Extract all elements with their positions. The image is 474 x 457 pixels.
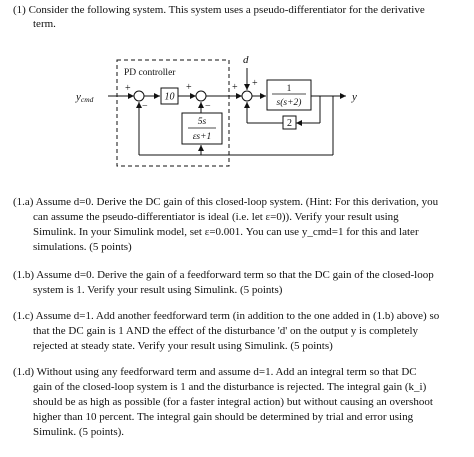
- sum2-minus-sign: −: [205, 101, 211, 112]
- pd-controller-label: PD controller: [124, 68, 176, 78]
- feedback-gain-value: 2: [287, 118, 292, 129]
- sum3-plus-left: +: [232, 82, 238, 93]
- part-1b-line-2: system is 1. Verify your result using Si…: [33, 284, 283, 296]
- disturbance-label: d: [243, 54, 249, 66]
- sum1-minus-sign: −: [142, 101, 148, 112]
- summing-junction-2: [195, 90, 207, 102]
- part-1b-line-1: (1.b) Assume d=0. Derive the gain of a f…: [13, 269, 434, 281]
- part-1a-line-3: Simulink. In your Simulink model, set ε=…: [33, 226, 419, 238]
- sum3-plus-top: +: [252, 78, 258, 89]
- sum1-plus-sign: +: [125, 83, 131, 94]
- plant-block: [266, 79, 312, 111]
- intro-line-2: term.: [33, 18, 56, 30]
- part-1a-line-4: simulations. (5 points): [33, 241, 132, 253]
- part-1d-line-1: (1.d) Without using any feedforward term…: [13, 366, 417, 378]
- plant-denominator: s(s+2): [277, 97, 302, 108]
- derivative-denominator: εs+1: [193, 132, 212, 142]
- plant-numerator: 1: [287, 84, 292, 94]
- derivative-numerator: 5s: [198, 117, 207, 127]
- part-1d-line-2: gain of the closed-loop system is 1 and …: [33, 381, 427, 393]
- part-1a-line-1: (1.a) Assume d=0. Derive the DC gain of …: [13, 196, 439, 208]
- part-1a-line-2: can assume the pseudo-differentiator is …: [33, 211, 399, 223]
- output-label: y: [351, 91, 357, 103]
- summing-junction-3: [241, 90, 253, 102]
- part-1d-line-5: Simulink. (5 points).: [33, 426, 125, 438]
- derivative-block: [181, 112, 223, 145]
- intro-line-1: (1) Consider the following system. This …: [13, 4, 425, 16]
- pd-controller-box: [116, 59, 230, 167]
- part-1d-line-4: higher than 10 percent. The integral gai…: [33, 411, 414, 423]
- part-1c-line-1: (1.c) Assume d=1. Add another feedforwar…: [13, 310, 440, 322]
- sum2-plus-sign: +: [186, 82, 192, 93]
- part-1c-line-2: that the DC gain is 1 AND the effect of …: [33, 325, 419, 337]
- part-1c-line-3: rejected at steady state. Verify your re…: [33, 340, 333, 352]
- gain-block-value: 10: [165, 92, 175, 103]
- summing-junction-1: [133, 90, 145, 102]
- part-1d-line-3: should be as high as possible (for a fas…: [33, 396, 433, 408]
- input-label: ycmd: [75, 91, 94, 104]
